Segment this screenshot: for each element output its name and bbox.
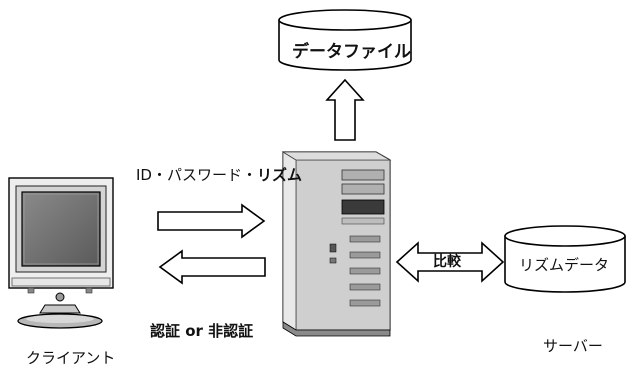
- left-arrow-icon: [160, 251, 265, 283]
- credentials-bold: リズム: [257, 166, 302, 184]
- right-arrow-icon: [158, 205, 264, 237]
- auth-result-label: 認証 or 非認証: [150, 320, 253, 341]
- rhythm-data-label: リズムデータ: [519, 254, 609, 275]
- compare-label: 比較: [433, 251, 461, 271]
- server-label: サーバー: [543, 335, 603, 356]
- data-file-label: データファイル: [292, 37, 411, 62]
- client-monitor: [9, 178, 113, 328]
- credentials-prefix: ID・パスワード・: [136, 166, 257, 184]
- client-label: クライアント: [26, 347, 115, 368]
- credentials-label: ID・パスワード・リズム: [136, 164, 302, 185]
- up-arrow-icon: [327, 80, 363, 140]
